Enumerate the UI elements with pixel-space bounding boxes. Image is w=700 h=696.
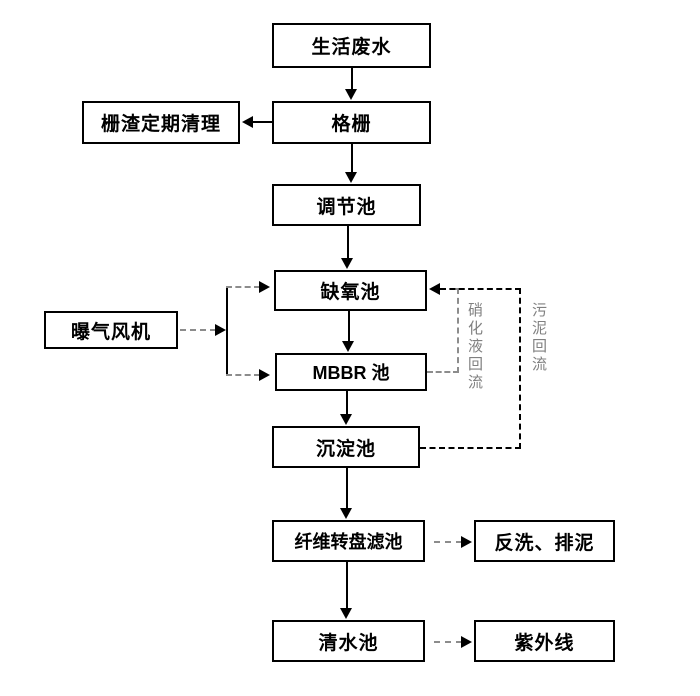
arrowhead-screen-residue (242, 116, 253, 128)
node-mbbr[interactable]: MBBR 池 (275, 353, 427, 391)
connector-nitrified-return-bottom (427, 371, 459, 373)
arrowhead-anoxic-mbbr (342, 341, 354, 352)
node-screen[interactable]: 格栅 (272, 101, 431, 144)
arrowhead-discfilter-clearwater (340, 608, 352, 619)
connector-sludge-return-top (440, 288, 521, 290)
node-screen-residue[interactable]: 栅渣定期清理 (82, 101, 240, 144)
node-influent[interactable]: 生活废水 (272, 23, 431, 68)
connector-sludge-return-riser (519, 288, 521, 449)
node-anoxic[interactable]: 缺氧池 (274, 270, 427, 311)
arrowhead-blower-mbbr (259, 369, 270, 381)
connector-mbbr-sedimentation (346, 391, 348, 415)
connector-anoxic-mbbr (348, 311, 350, 342)
node-backwash[interactable]: 反洗、排泥 (474, 520, 615, 562)
label-nitrified-return: 硝化液回流 (466, 302, 483, 392)
connector-equalization-anoxic (347, 226, 349, 258)
node-sedimentation[interactable]: 沉淀池 (272, 426, 420, 468)
connector-influent-screen (351, 68, 353, 90)
arrowhead-return-to-anoxic (429, 283, 440, 295)
connector-discfilter-clearwater (346, 562, 348, 608)
connector-clearwater-uv (434, 641, 462, 643)
connector-discfilter-backwash (434, 541, 462, 543)
connector-blower-anoxic (226, 286, 260, 288)
connector-screen-residue (253, 121, 273, 123)
arrowhead-blower-junction (215, 324, 226, 336)
label-sludge-return: 污泥回流 (530, 302, 547, 374)
node-disc-filter[interactable]: 纤维转盘滤池 (272, 520, 425, 562)
arrowhead-clearwater-uv (461, 636, 472, 648)
connector-blower-junction (180, 329, 216, 331)
arrowhead-blower-anoxic (259, 281, 270, 293)
connector-screen-equalization (351, 144, 353, 172)
node-equalization[interactable]: 调节池 (272, 184, 421, 226)
node-clearwater[interactable]: 清水池 (272, 620, 425, 662)
connector-sludge-return-bottom (420, 447, 521, 449)
connector-nitrified-return-riser (457, 288, 459, 373)
arrowhead-discfilter-backwash (461, 536, 472, 548)
arrowhead-influent-screen (345, 89, 357, 100)
connector-sedimentation-discfilter (346, 468, 348, 508)
arrowhead-equalization-anoxic (341, 258, 353, 269)
arrowhead-sedimentation-discfilter (340, 508, 352, 519)
arrowhead-mbbr-sedimentation (340, 414, 352, 425)
connector-blower-trunk (226, 286, 228, 376)
connector-blower-mbbr (226, 374, 260, 376)
node-uv[interactable]: 紫外线 (474, 620, 615, 662)
arrowhead-screen-equalization (345, 172, 357, 183)
node-blower[interactable]: 曝气风机 (44, 311, 178, 349)
